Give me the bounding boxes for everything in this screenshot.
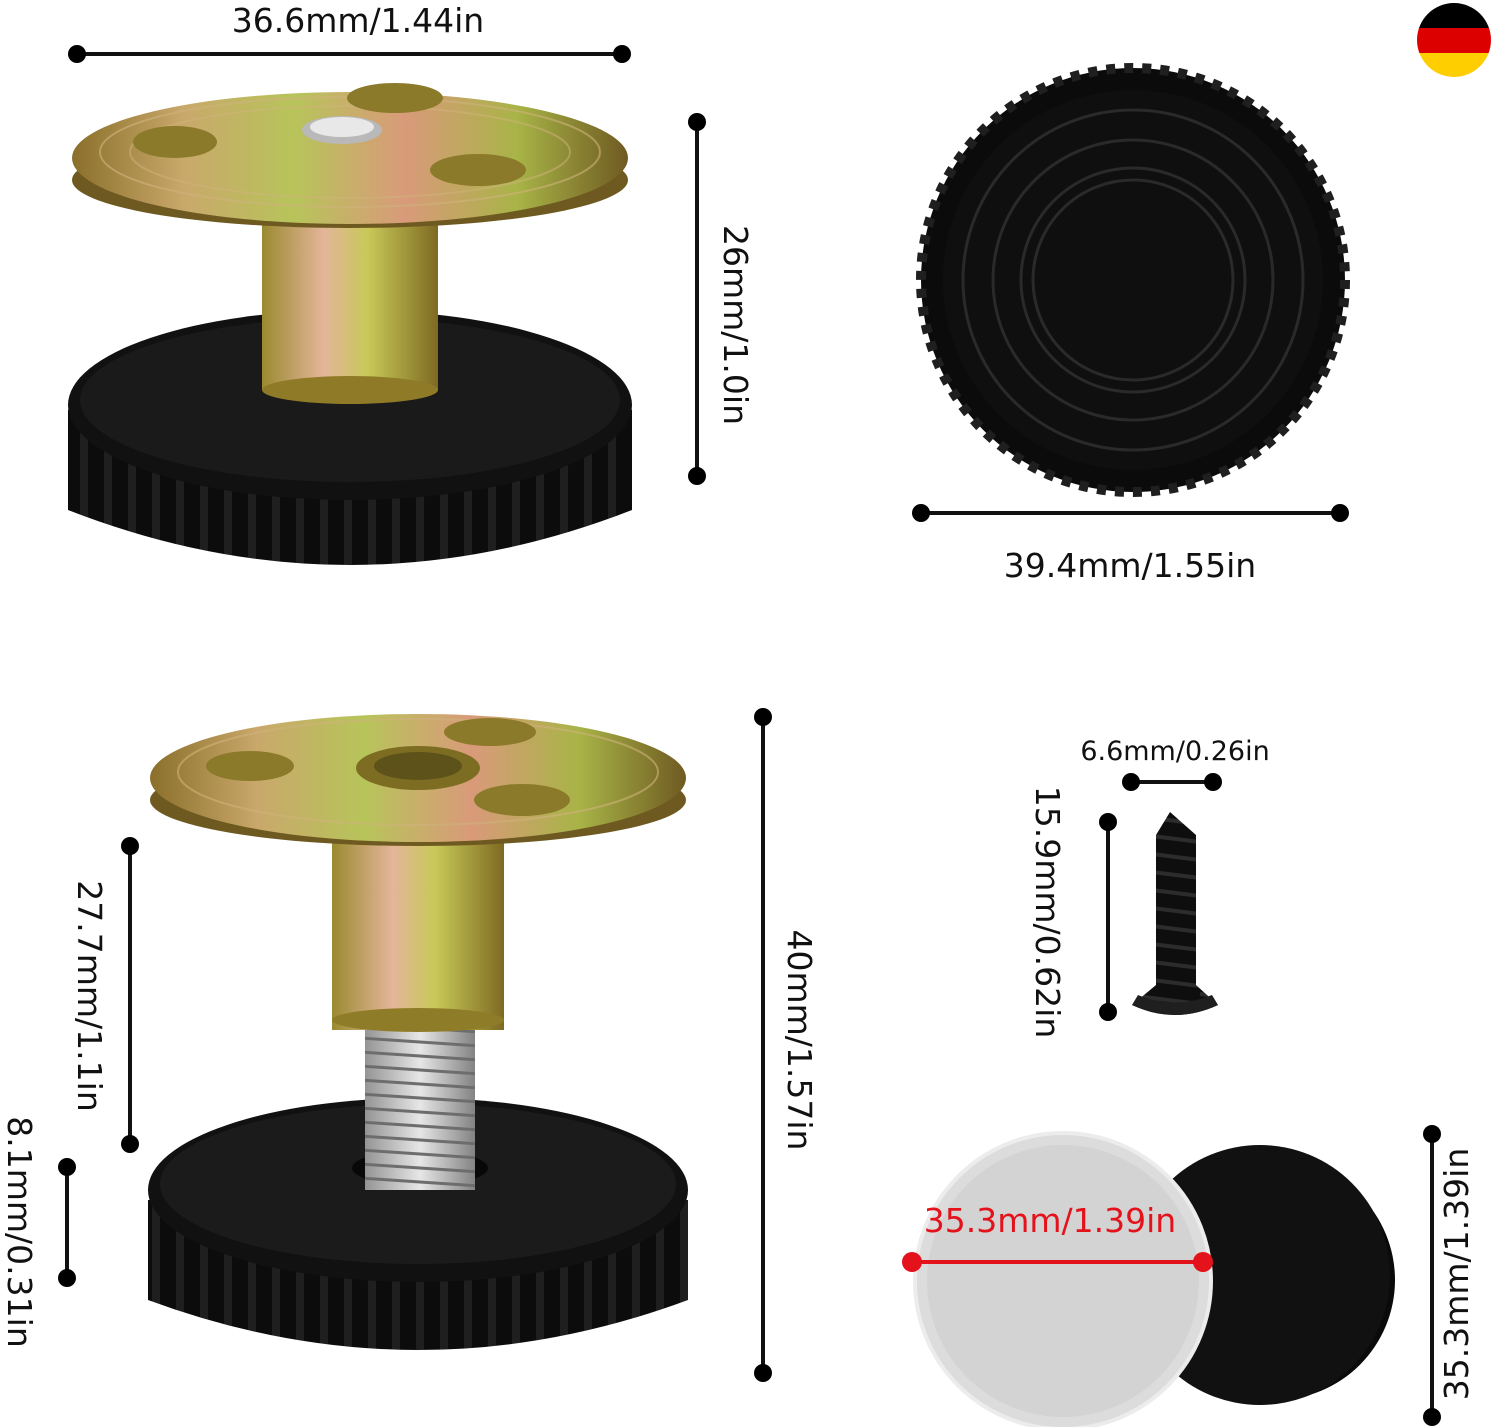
extended-leveler-image (148, 714, 688, 1350)
base-width-label: 39.4mm/1.55in (1004, 546, 1256, 585)
screw-length-label: 15.9mm/0.62in (1028, 786, 1067, 1038)
top-plate-width-label: 36.6mm/1.44in (232, 1, 484, 40)
extended-height-label: 40mm/1.57in (780, 930, 819, 1151)
pad-height-label: 35.3mm/1.39in (1437, 1148, 1476, 1400)
assembled-height-label: 26mm/1.0in (716, 225, 755, 425)
assembled-leveler-image (68, 83, 632, 565)
screw-image (1132, 812, 1218, 1015)
dimension-lines (58, 45, 1441, 1426)
pad-width-label: 35.3mm/1.39in (924, 1201, 1176, 1240)
adhesive-pads-image (913, 1131, 1395, 1427)
screw-width-label: 6.6mm/0.26in (1080, 736, 1269, 767)
thread-length-label: 8.1mm/0.31in (0, 1116, 39, 1347)
germany-flag-icon (1417, 3, 1491, 77)
base-bottom-view-image (916, 63, 1350, 497)
sleeve-height-label: 27.7mm/1.1in (70, 880, 109, 1111)
